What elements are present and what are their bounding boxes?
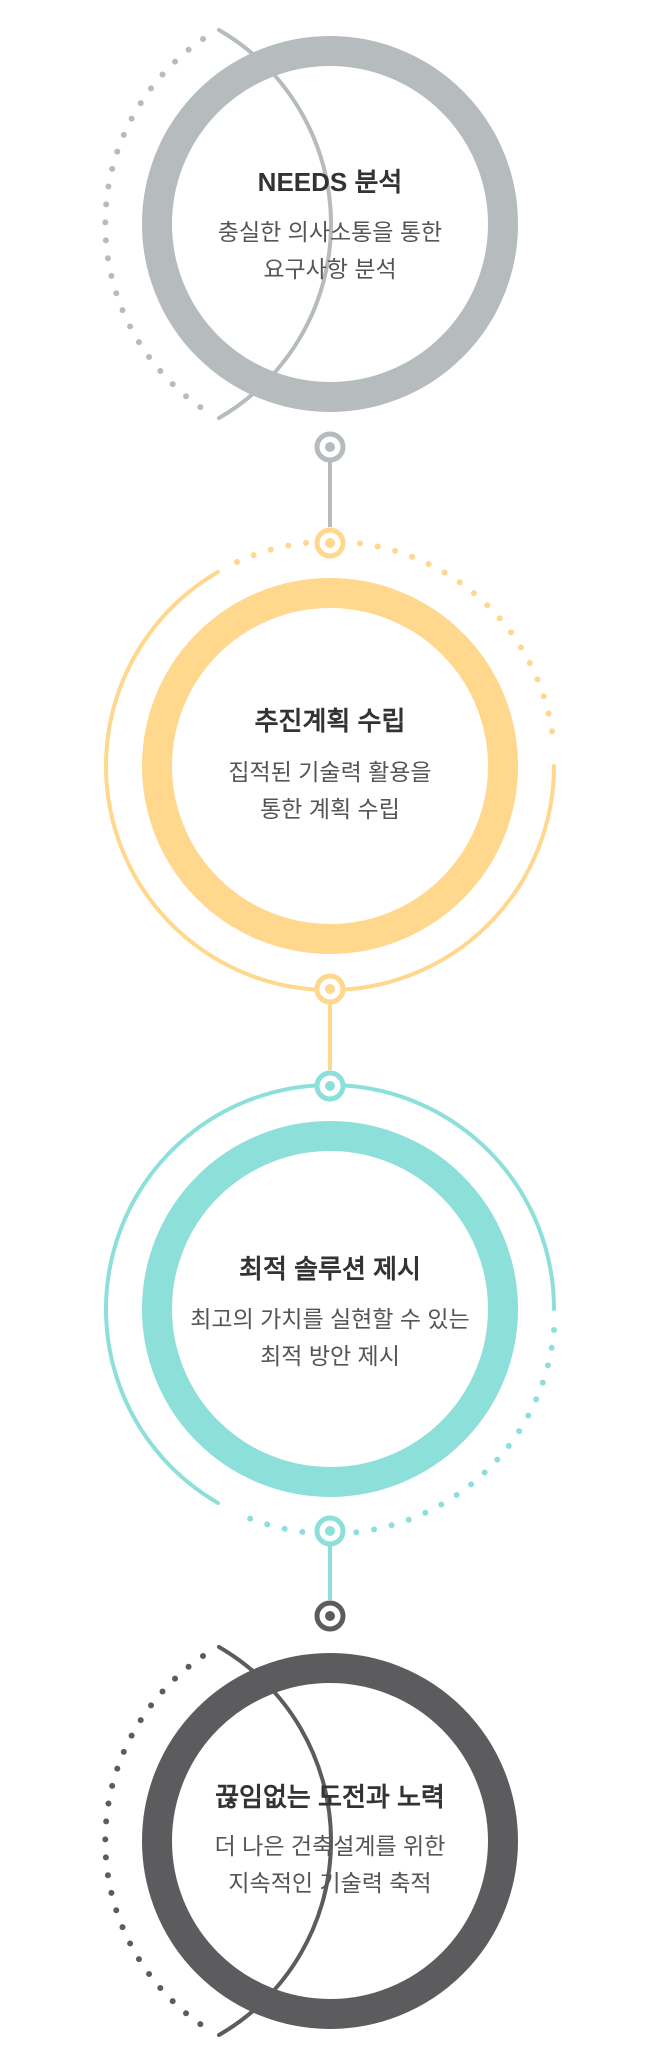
main-ring <box>142 1653 518 2029</box>
step-continuous-effort: 끊임없는 도전과 노력 더 나은 건축설계를 위한 지속적인 기술력 축적 <box>102 1600 518 2037</box>
step-title: NEEDS 분석 <box>258 167 403 197</box>
outer-arc-solid <box>103 570 556 993</box>
step-desc-line2: 통한 계획 수립 <box>260 796 400 822</box>
step-desc-line2: 요구사항 분석 <box>263 256 396 282</box>
node-top-dot <box>325 1611 335 1621</box>
step-desc-line1: 최고의 가치를 실현할 수 있는 <box>190 1306 469 1332</box>
step-title: 끊임없는 도전과 노력 <box>215 1782 445 1812</box>
outer-arc-dotted <box>234 538 557 751</box>
step-desc-line1: 더 나은 건축설계를 위한 <box>215 1833 446 1859</box>
outer-arc-dotted <box>102 36 206 412</box>
step-needs-analysis: NEEDS 분석 충실한 의사소통을 통한 요구사항 분석 <box>102 28 518 463</box>
node-bottom-dot <box>325 984 335 994</box>
outer-arc-solid <box>103 1082 556 1505</box>
node-top-dot <box>325 538 335 548</box>
step-title: 추진계획 수립 <box>255 706 406 736</box>
outer-arc-dotted <box>234 1327 557 1537</box>
step-optimal-solution: 최적 솔루션 제시 최고의 가치를 실현할 수 있는 최적 방안 제시 <box>103 1070 557 1547</box>
node-bottom-dot <box>325 442 335 452</box>
node-top-dot <box>325 1081 335 1091</box>
step-title: 최적 솔루션 제시 <box>239 1254 421 1284</box>
step-desc-line1: 충실한 의사소통을 통한 <box>218 219 442 245</box>
main-ring <box>142 36 518 412</box>
step-project-planning: 추진계획 수립 집적된 기술력 활용을 통한 계획 수립 <box>103 527 557 1005</box>
step-desc-line2: 지속적인 기술력 축적 <box>228 1870 431 1896</box>
step-desc-line1: 집적된 기술력 활용을 <box>228 759 431 785</box>
outer-arc-dotted <box>102 1653 206 2029</box>
step-desc-line2: 최적 방안 제시 <box>260 1343 400 1369</box>
node-bottom-dot <box>325 1526 335 1536</box>
main-ring <box>142 578 518 954</box>
main-ring <box>142 1121 518 1497</box>
